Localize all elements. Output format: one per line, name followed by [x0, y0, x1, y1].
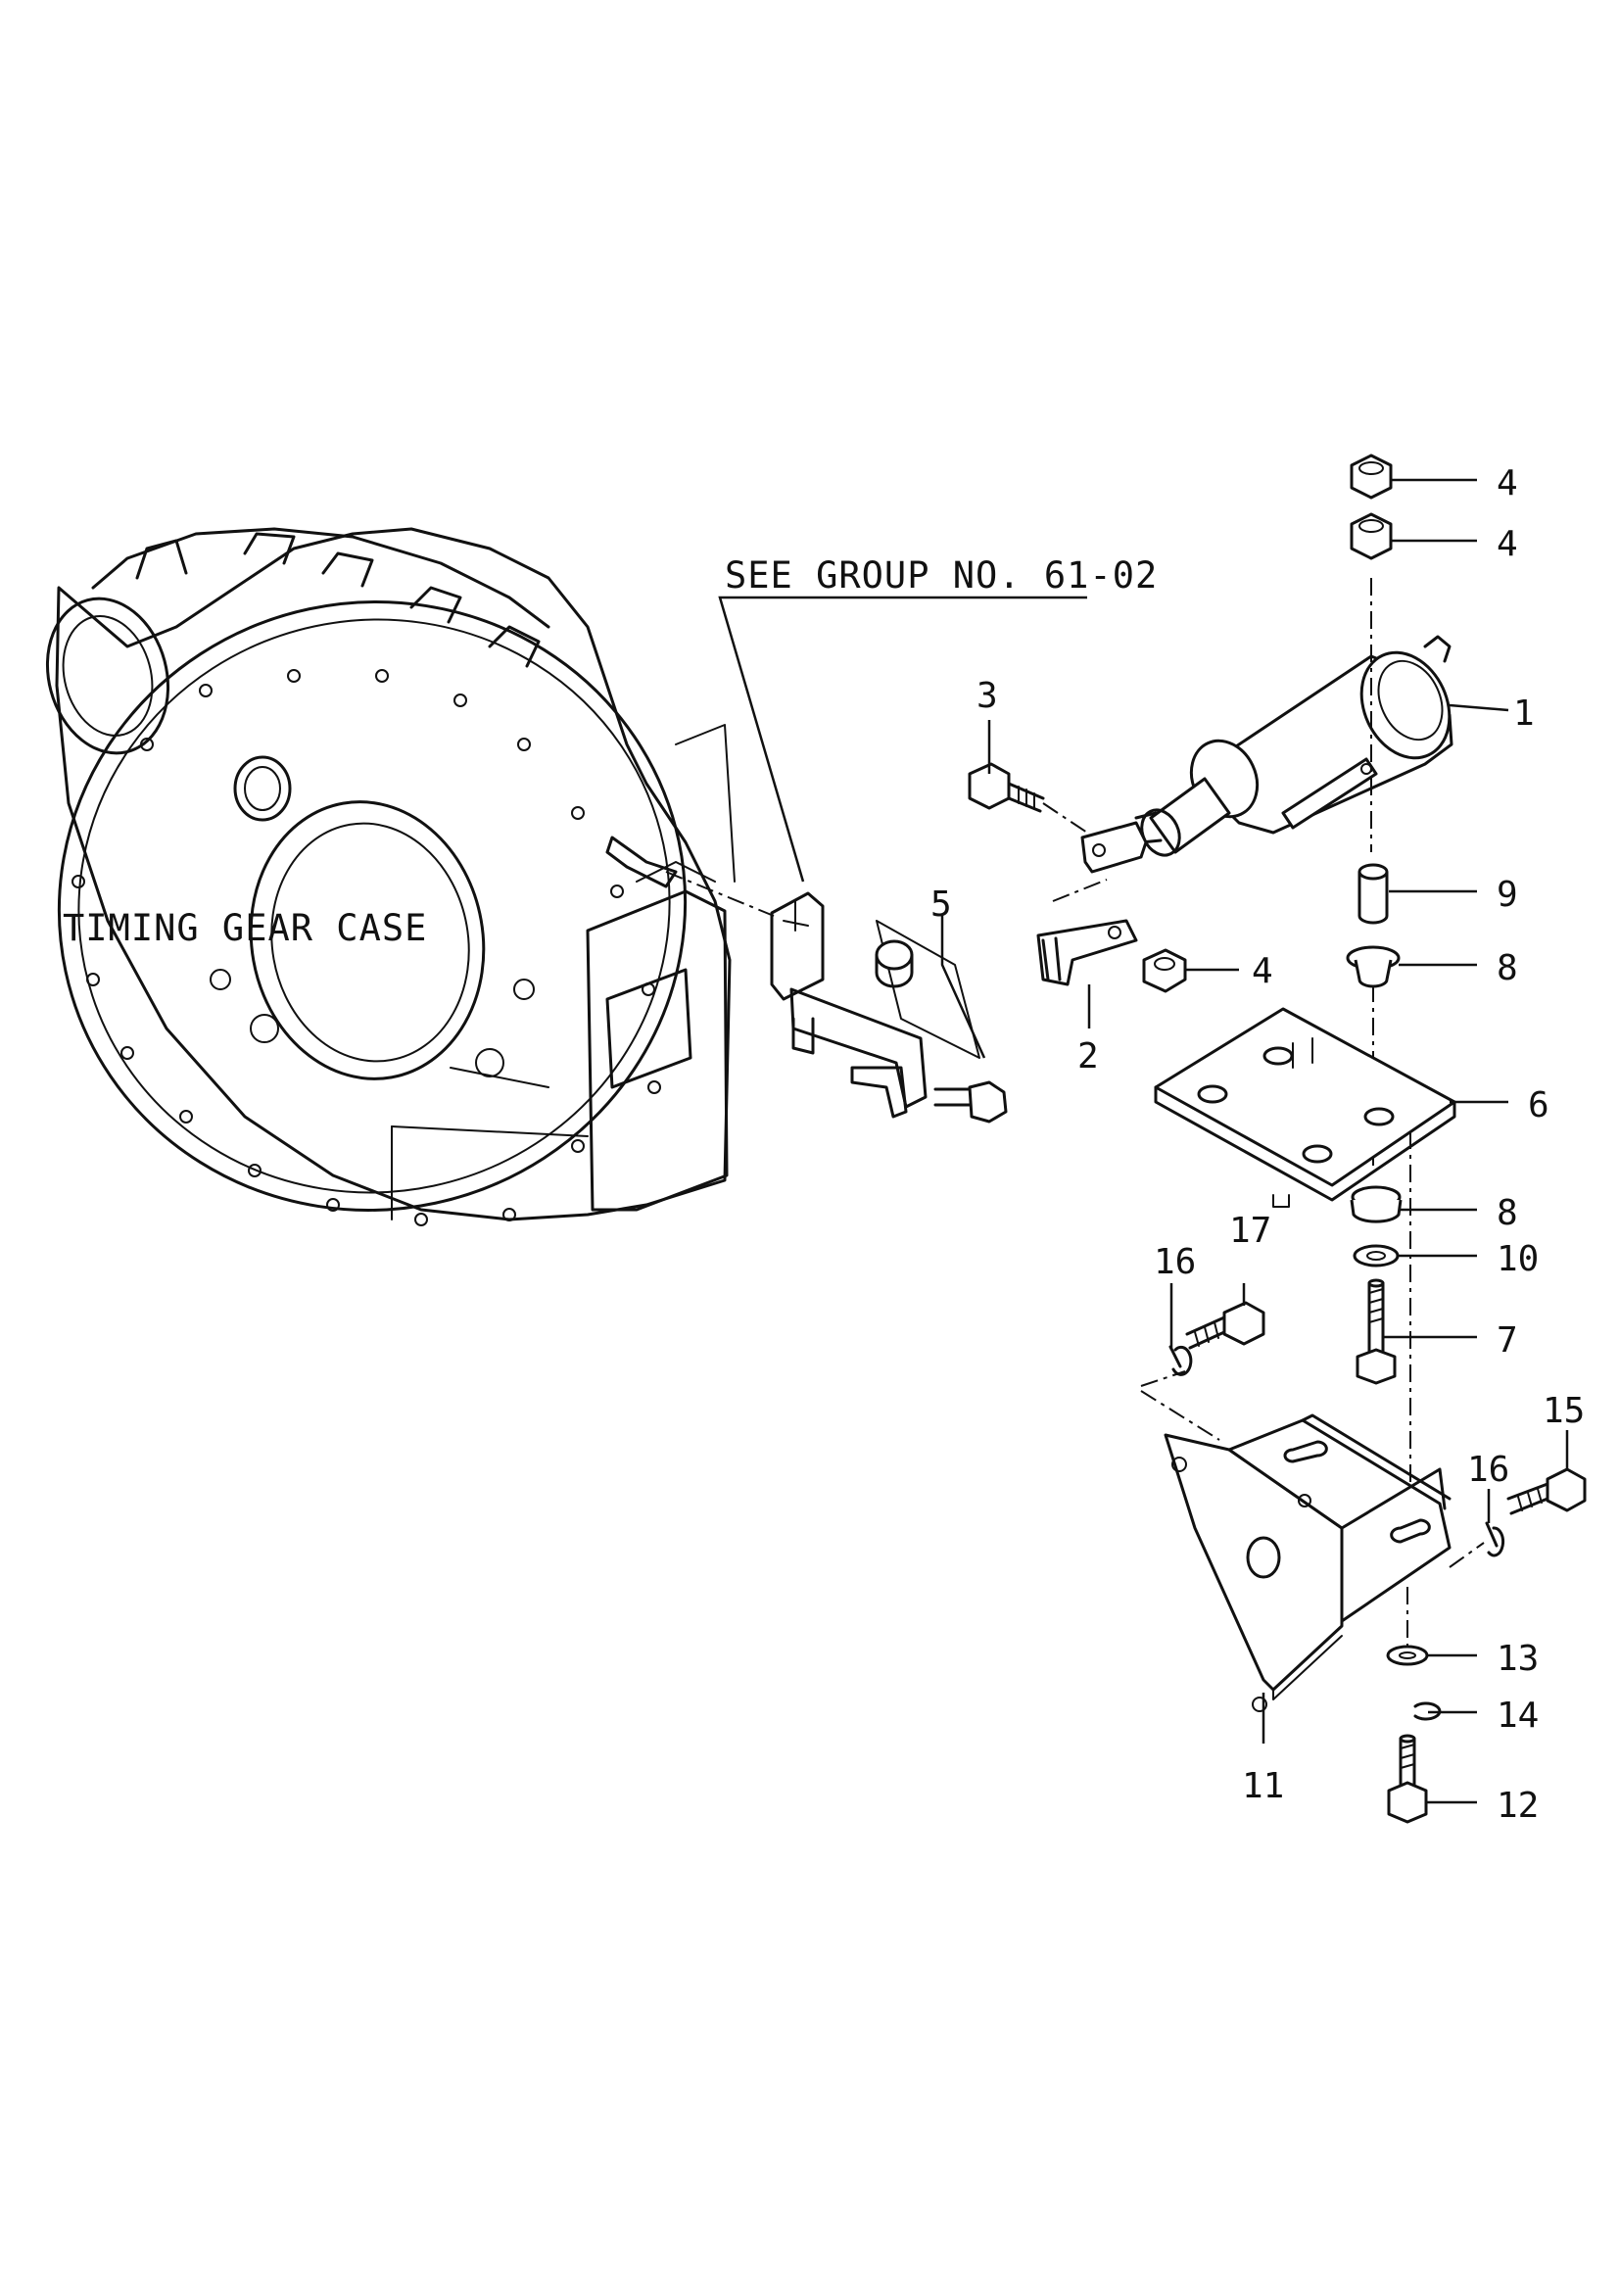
bracket-part-11: [1164, 1413, 1452, 1712]
nut-part-4-middle: [1142, 948, 1187, 993]
bolt-part-17: [1185, 1301, 1265, 1350]
callout-part-4-middle: 4: [1252, 951, 1273, 991]
callout-part-4-second: 4: [1497, 524, 1518, 564]
callout-part-8-upper: 8: [1497, 948, 1518, 988]
callout-part-10: 10: [1497, 1239, 1539, 1279]
spacer-part-9: [1357, 863, 1389, 925]
callout-part-2: 2: [1077, 1036, 1099, 1076]
callout-part-4-top: 4: [1497, 463, 1518, 503]
leader-lines: [987, 478, 1569, 1804]
solenoid-part-1: [1080, 635, 1509, 874]
callout-part-16-left: 16: [1154, 1242, 1196, 1282]
callout-part-16-right: 16: [1467, 1450, 1509, 1490]
callout-part-17: 17: [1229, 1211, 1271, 1251]
bolt-part-12: [1387, 1734, 1428, 1824]
callout-part-15: 15: [1543, 1391, 1585, 1431]
washer-part-13: [1386, 1645, 1429, 1666]
callout-part-14: 14: [1497, 1696, 1539, 1736]
callout-part-1: 1: [1513, 694, 1535, 734]
axis-line-right-bolt: [1449, 1542, 1485, 1568]
caption-timing-gear-case: TIMING GEAR CASE: [63, 907, 427, 949]
see-group-leader-line: [718, 596, 1087, 883]
nut-part-4-second: [1350, 512, 1393, 560]
callout-part-13: 13: [1497, 1639, 1539, 1679]
bolt-part-15: [1506, 1467, 1587, 1515]
callout-part-6: 6: [1528, 1085, 1549, 1125]
axis-line-left-bolt: [1140, 1370, 1220, 1441]
lock-washer-part-16-right: [1485, 1521, 1505, 1557]
nut-part-4-top: [1350, 454, 1393, 500]
caption-see-group: SEE GROUP NO. 61-02: [725, 554, 1158, 597]
callout-part-9: 9: [1497, 875, 1518, 915]
link-part-2: [1036, 879, 1138, 986]
callout-part-11: 11: [1242, 1766, 1284, 1806]
callout-part-3: 3: [976, 676, 998, 716]
bolt-part-7: [1356, 1278, 1397, 1385]
plate-part-6: [1154, 1007, 1456, 1208]
callout-part-12: 12: [1497, 1786, 1539, 1826]
grommet-part-8-upper: [1346, 945, 1401, 988]
bolt-part-3: [968, 762, 1088, 834]
callout-part-7: 7: [1497, 1320, 1518, 1361]
washer-part-10: [1353, 1244, 1400, 1268]
bracket-part-5-assembly: [770, 891, 1008, 1124]
callout-part-5: 5: [930, 885, 952, 925]
grommet-part-8-lower: [1350, 1185, 1403, 1223]
callout-part-8-lower: 8: [1497, 1193, 1518, 1233]
timing-gear-case-drawing: [45, 527, 775, 1226]
lock-washer-part-16-left: [1168, 1345, 1193, 1376]
